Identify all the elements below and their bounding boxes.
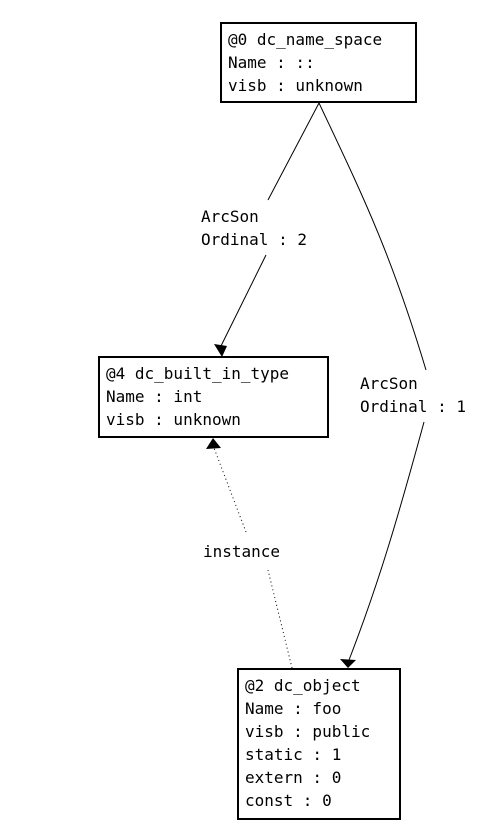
node-title: @2 dc_object <box>245 676 361 695</box>
node-attr-name: Name : foo <box>245 699 342 718</box>
edge-0-to-4 <box>219 102 320 349</box>
node-attr-name: Name : int <box>106 387 203 406</box>
node-attr-visb: visb : unknown <box>228 76 363 95</box>
edge-label-ordinal: Ordinal : 2 <box>201 230 307 249</box>
edge-label-kind: instance <box>203 542 281 561</box>
node-dc-name-space[interactable]: @0 dc_name_space Name : :: visb : unknow… <box>220 22 417 103</box>
node-title: @0 dc_name_space <box>228 30 383 49</box>
edge-label-arcson-ordinal-1: ArcSon Ordinal : 1 <box>360 372 466 418</box>
node-attr-extern: extern : 0 <box>245 768 342 787</box>
edge-2-to-4 <box>213 447 293 669</box>
node-attr-name: Name : :: <box>228 53 315 72</box>
edge-0-to-2-arrowhead <box>340 659 356 668</box>
edge-label-kind: ArcSon <box>201 207 259 226</box>
edge-2-to-4-arrowhead <box>206 438 221 449</box>
node-dc-object[interactable]: @2 dc_object Name : foo visb : public st… <box>237 668 401 820</box>
node-dc-built-in-type[interactable]: @4 dc_built_in_type Name : int visb : un… <box>98 356 329 438</box>
node-title: @4 dc_built_in_type <box>106 364 290 383</box>
edge-0-to-2 <box>318 102 427 661</box>
node-attr-visb: visb : unknown <box>106 410 241 429</box>
edge-label-ordinal: Ordinal : 1 <box>360 397 466 416</box>
node-attr-visb: visb : public <box>245 722 371 741</box>
edge-label-arcson-ordinal-2: ArcSon Ordinal : 2 <box>201 205 307 251</box>
node-attr-const: const : 0 <box>245 791 332 810</box>
node-attr-static: static : 1 <box>245 745 342 764</box>
edge-label-kind: ArcSon <box>360 374 418 393</box>
edge-0-to-4-arrowhead <box>214 344 227 357</box>
edge-label-instance: instance <box>203 540 281 563</box>
